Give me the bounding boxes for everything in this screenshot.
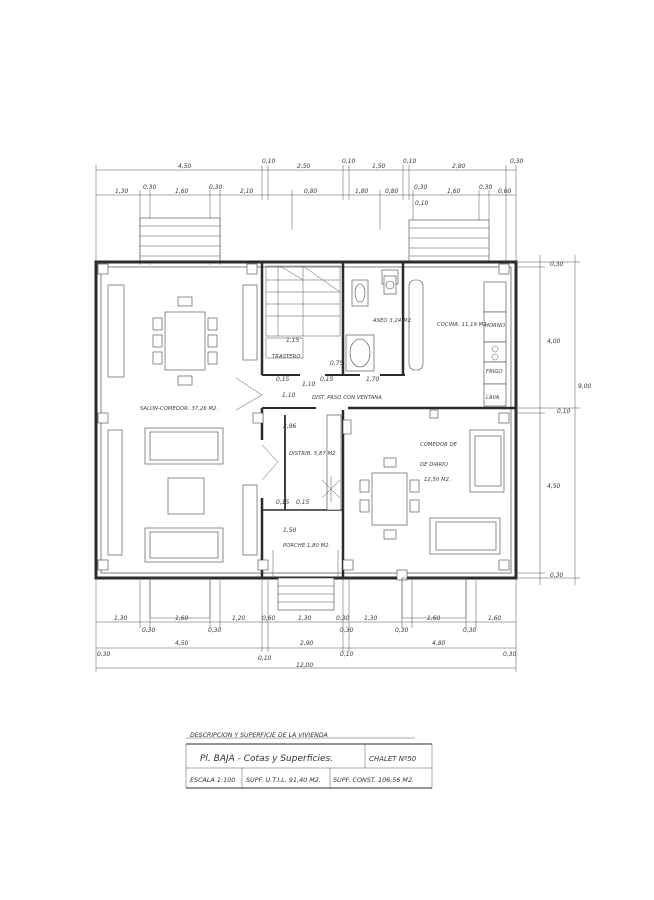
dim-right-5: 4,50 [547,483,561,490]
kitchen-furniture: HORNO FRIGO LAVA [408,279,507,407]
dim-bottom-6: 0,30 [336,615,350,622]
title-block-surface-util: SUPF. U.T.I.L. 91,40 M2. [246,776,321,784]
label-trastero: TRASTERO [272,354,301,360]
dim-top-r2-12: 0,60 [498,188,512,195]
dim-top-r2-2: 0,30 [143,184,157,191]
dim-bottom-1b-1: 0,30 [142,627,156,634]
label-comedor-2: DE DIARIO [420,462,448,468]
dim-right-1: 0,30 [550,261,564,268]
dim-right-6: 0,30 [550,572,564,579]
label-cocina: COCINA: 11,19 M2. [437,322,488,328]
dim-bottom-r3-3: 0,10 [340,651,354,658]
title-block-title: Pl. BAJA - Cotas y Superficies. [200,754,333,764]
dim-bottom-8: 1,60 [427,615,441,622]
breakfast-dining-set [359,429,505,555]
staircase [265,265,341,359]
dim-top-r2-1: 1,30 [115,188,129,195]
dim-bottom-2: 1,60 [175,615,189,622]
label-comedor-1: COMEDOR DE [420,442,458,448]
dim-top-r2-4: 0,30 [209,184,223,191]
right-dimension-lines: 0,30 4,00 9,00 0,10 4,50 0,30 [516,255,592,585]
label-paso: DIST. PASO CON VENTANA [312,395,382,401]
dining-table-set [152,296,218,386]
dim-bottom-r2-2: 2,90 [300,640,314,647]
dim-top-8: 0,30 [510,158,524,165]
porch-steps [272,550,339,611]
living-room-furniture [107,284,258,563]
idim-3: 0,15 [276,376,290,383]
dim-top-6: 0,10 [403,158,417,165]
distributor-features [321,414,352,511]
idim-2: 0,75 [330,360,344,367]
dim-bottom-9: 1,60 [488,615,502,622]
idim-8: 2,96 [283,423,297,430]
structural-columns [97,263,510,581]
idim-9: 0,15 [276,499,290,506]
dim-bottom-total: 12,00 [296,662,313,669]
label-aseo: ASEO 3,24 M2. [372,318,413,324]
bottom-dimension-lines: 1,30 1,60 1,20 0,60 1,30 0,30 1,30 1,60 … [95,578,517,672]
top-windows [139,217,490,263]
dim-top-7: 2,80 [452,163,466,170]
dim-bottom-1b-4: 0,30 [463,627,477,634]
title-block: DESCRIPCION Y SUPERFICIE DE LA VIVIENDA … [185,732,433,789]
dim-top-2: 0,10 [262,158,276,165]
dim-bottom-1b-3: 0,30 [395,627,409,634]
idim-10: 0,15 [296,499,310,506]
dim-bottom-5: 1,30 [298,615,312,622]
hall-door-swings [235,377,279,481]
appliance-frigo: FRIGO [486,369,503,375]
idim-1: 1,15 [286,337,300,344]
bathroom-fixtures [345,269,399,372]
dim-bottom-r3-4: 0,30 [503,651,517,658]
interior-dimensions: 1,15 0,75 0,15 1,10 0,15 1,70 1,10 2,96 … [276,337,380,534]
label-comedor-3: 12,50 M2. [424,477,451,483]
dim-bottom-3: 1,20 [232,615,246,622]
dim-bottom-r3-1: 0,30 [97,651,111,658]
dim-top-r2-8: 0,80 [385,188,399,195]
dim-top-r2-6: 0,80 [304,188,318,195]
dim-right-2: 4,00 [547,338,561,345]
label-salon: SALON-COMEDOR: 37,26 M2. [140,406,218,412]
room-labels: SALON-COMEDOR: 37,26 M2. COCINA: 11,19 M… [140,318,488,549]
dim-top-r2-9: 0,30 [414,184,428,191]
dim-top-r2-5: 2,10 [240,188,254,195]
dim-top-4: 0,10 [342,158,356,165]
dim-bottom-r2-3: 4,80 [432,640,446,647]
dim-bottom-r3-2: 0,10 [258,655,272,662]
dim-bottom-1: 1,30 [114,615,128,622]
title-block-header: DESCRIPCION Y SUPERFICIE DE LA VIVIENDA [190,732,328,739]
idim-11: 1,50 [283,527,297,534]
dim-bottom-1b-5: 0,30 [340,627,354,634]
title-block-project: CHALET Nº50 [369,755,417,763]
idim-4: 1,10 [302,381,316,388]
title-block-scale: ESCALA 1:100 [190,776,235,784]
appliance-lava: LAVA [486,395,500,401]
dim-right-3: 9,00 [578,383,592,390]
dim-top-5: 1,50 [372,163,386,170]
dim-top-1: 4,50 [178,163,192,170]
dim-bottom-4: 0,60 [262,615,276,622]
appliance-horno: HORNO [485,323,505,329]
label-distrib: DISTRIB. 5,87 M2. [289,451,337,457]
idim-5: 0,15 [320,376,334,383]
idim-6: 1,70 [366,376,380,383]
dim-bottom-1b-2: 0,30 [208,627,222,634]
dim-top-r2-10: 1,60 [447,188,461,195]
dim-top-r2-3: 1,60 [175,188,189,195]
dim-top-r2-7: 1,80 [355,188,369,195]
dim-bottom-7: 1,30 [364,615,378,622]
dim-top-r3-1: 0,10 [415,200,429,207]
dim-top-r2-11: 0,30 [479,184,493,191]
label-porche: PORCHE 1,80 M2. [283,543,330,549]
dim-top-3: 2,50 [297,163,311,170]
dim-bottom-r2-1: 4,50 [175,640,189,647]
idim-7: 1,10 [282,392,296,399]
dim-right-4: 0,10 [557,408,571,415]
title-block-surface-const: SUPF. CONST. 106,56 M2. [333,776,414,784]
